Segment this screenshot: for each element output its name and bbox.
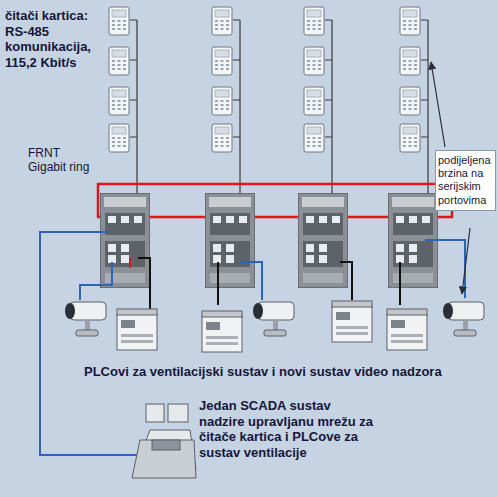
card-reader [400,47,420,75]
card-reader [304,124,324,152]
card-reader [212,47,232,75]
ring-label: FRNT Gigabit ring [28,146,100,175]
card-reader [212,87,232,115]
card-reader [109,47,129,75]
card-reader [212,124,232,152]
card-reader [400,7,420,35]
card-reader [400,124,420,152]
card-reader [400,87,420,115]
card-reader [304,87,324,115]
reader-note: čitači kartica: RS-485 komunikacija, 115… [5,8,113,70]
card-reader [109,124,129,152]
card-reader [109,7,129,35]
card-reader [304,47,324,75]
scada-note: Jedan SCADA sustav nadzire upravljanu mr… [199,398,379,460]
note-text: podijeljena brzina na serijskim portovim… [436,151,495,210]
note-box: podijeljena brzina na serijskim portovim… [435,150,496,211]
card-reader [109,87,129,115]
card-reader [212,7,232,35]
plc-note: PLCovi za ventilacijski sustav i novi su… [84,364,494,380]
card-reader [304,7,324,35]
